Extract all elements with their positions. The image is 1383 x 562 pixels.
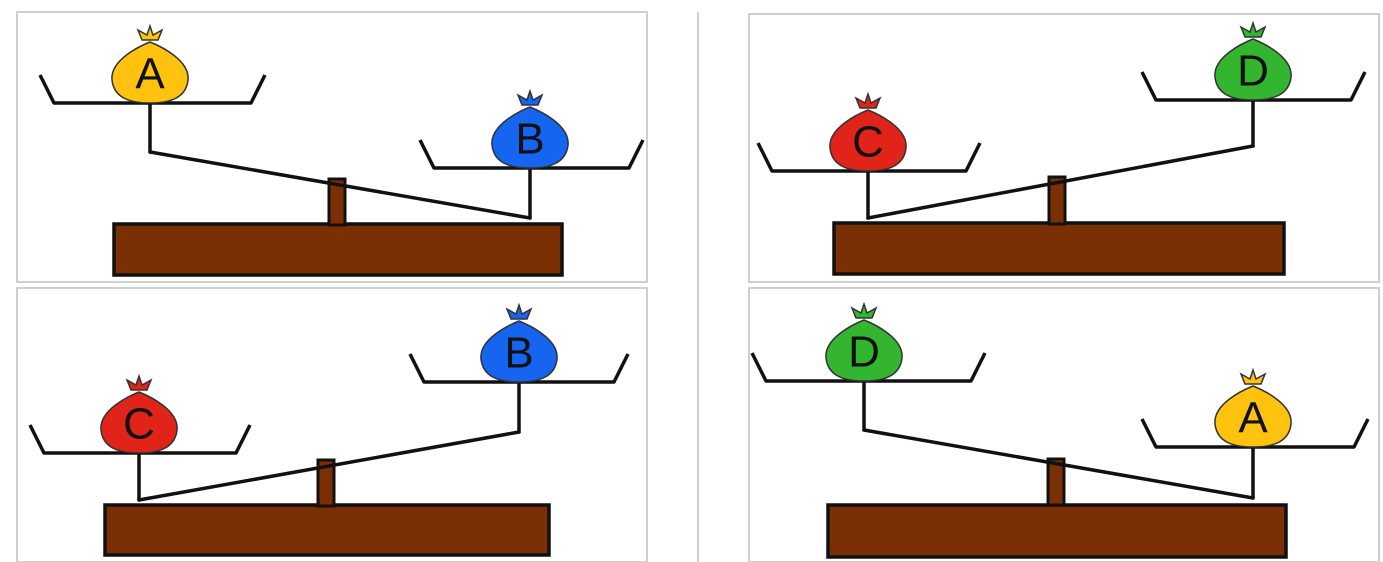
sack-label: B (515, 115, 544, 164)
sack-label: C (123, 400, 155, 449)
sack-body (100, 391, 178, 454)
sack-tie (505, 302, 533, 320)
scale-pivot (316, 458, 336, 508)
sack-label: D (848, 328, 880, 377)
panel-frame-bottom-right (748, 287, 1380, 562)
sack-tie (1239, 20, 1267, 38)
panel-frame-top-right (748, 13, 1380, 283)
sack-B-right: B (491, 88, 569, 169)
sack-body (829, 109, 907, 172)
sack-body (491, 106, 569, 169)
sack-body (480, 320, 558, 383)
scale-beam (137, 430, 521, 502)
sack-A-right: A (1214, 367, 1292, 448)
scale-beam (862, 428, 1255, 500)
panel-frame-bottom-left (16, 287, 648, 562)
scale-base (103, 503, 551, 557)
sack-C-left: C (100, 373, 178, 454)
scale-pivot (327, 177, 347, 227)
balance-scale-4: DA (750, 301, 1370, 559)
sack-tie (850, 301, 878, 319)
scale-pivot (1047, 175, 1067, 226)
sack-tie (1239, 367, 1267, 385)
scale-pivot (1046, 457, 1066, 507)
scale-base (112, 222, 564, 277)
sack-body (825, 319, 903, 382)
sack-body (1214, 38, 1292, 101)
scale-base (832, 221, 1286, 276)
scale-beam (148, 150, 532, 220)
sack-label: A (1238, 394, 1268, 443)
sack-tie (125, 373, 153, 391)
sack-tie (854, 91, 882, 109)
sack-C-left: C (829, 91, 907, 172)
sack-tie (136, 23, 164, 41)
scale-base (826, 503, 1288, 559)
panel-frame-top-left (16, 11, 648, 283)
sack-D-right: D (1214, 20, 1292, 101)
sack-label: A (135, 50, 165, 99)
sack-D-left: D (825, 301, 903, 382)
sack-B-right: B (480, 302, 558, 383)
sack-label: B (504, 329, 533, 378)
sack-body (1214, 385, 1292, 448)
scale-beam (866, 144, 1255, 220)
sack-A-left: A (111, 23, 189, 104)
balance-scale-3: CB (28, 302, 630, 557)
sack-body (111, 41, 189, 104)
sack-tie (516, 88, 544, 106)
sack-label: C (852, 118, 884, 167)
sack-label: D (1237, 47, 1269, 96)
balance-scale-1: AB (38, 23, 645, 277)
balance-scale-2: CD (756, 20, 1367, 276)
